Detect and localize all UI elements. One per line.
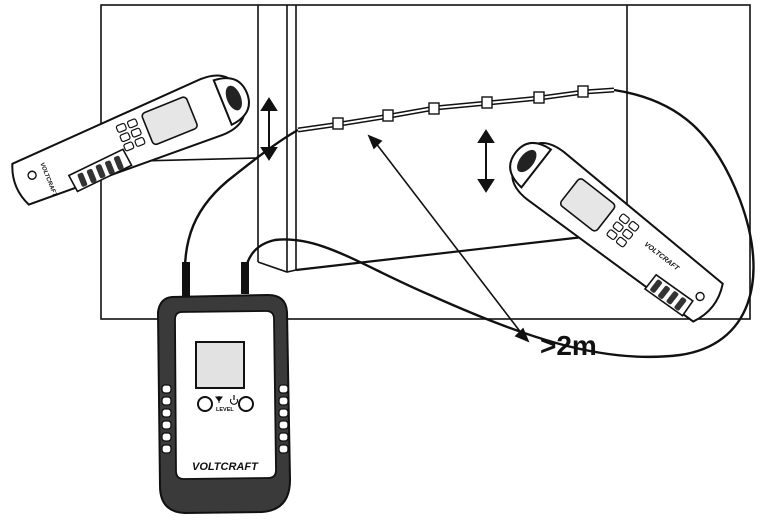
lead-plug (182, 262, 249, 298)
distance-arrow (367, 134, 530, 343)
receiver-right: VOLTCRAFT (509, 141, 724, 323)
wall-cable (297, 85, 615, 133)
receiver-led (27, 170, 37, 180)
cable-clip (332, 85, 589, 130)
power-icon (229, 395, 239, 405)
receiver-screen (559, 178, 616, 232)
transmitter-screen (195, 341, 245, 389)
wall-panel (100, 4, 751, 320)
transmitter: LEVEL VOLTCRAFT (156, 293, 292, 515)
power-button (238, 396, 254, 412)
receiver-keypad (606, 213, 640, 248)
receiver-left: VOLTCRAFT (11, 74, 250, 206)
level-button (197, 396, 213, 412)
signal-icon (215, 396, 223, 403)
grip-ribs (77, 155, 124, 187)
side-grip (161, 384, 289, 454)
transmitter-brand: VOLTCRAFT (192, 461, 259, 473)
receiver-screen (141, 96, 198, 146)
receiver-keypad (115, 118, 146, 152)
level-label: LEVEL (216, 407, 234, 413)
receiver-led (695, 291, 705, 302)
grip-ribs (650, 279, 687, 311)
test-lead (183, 88, 755, 359)
